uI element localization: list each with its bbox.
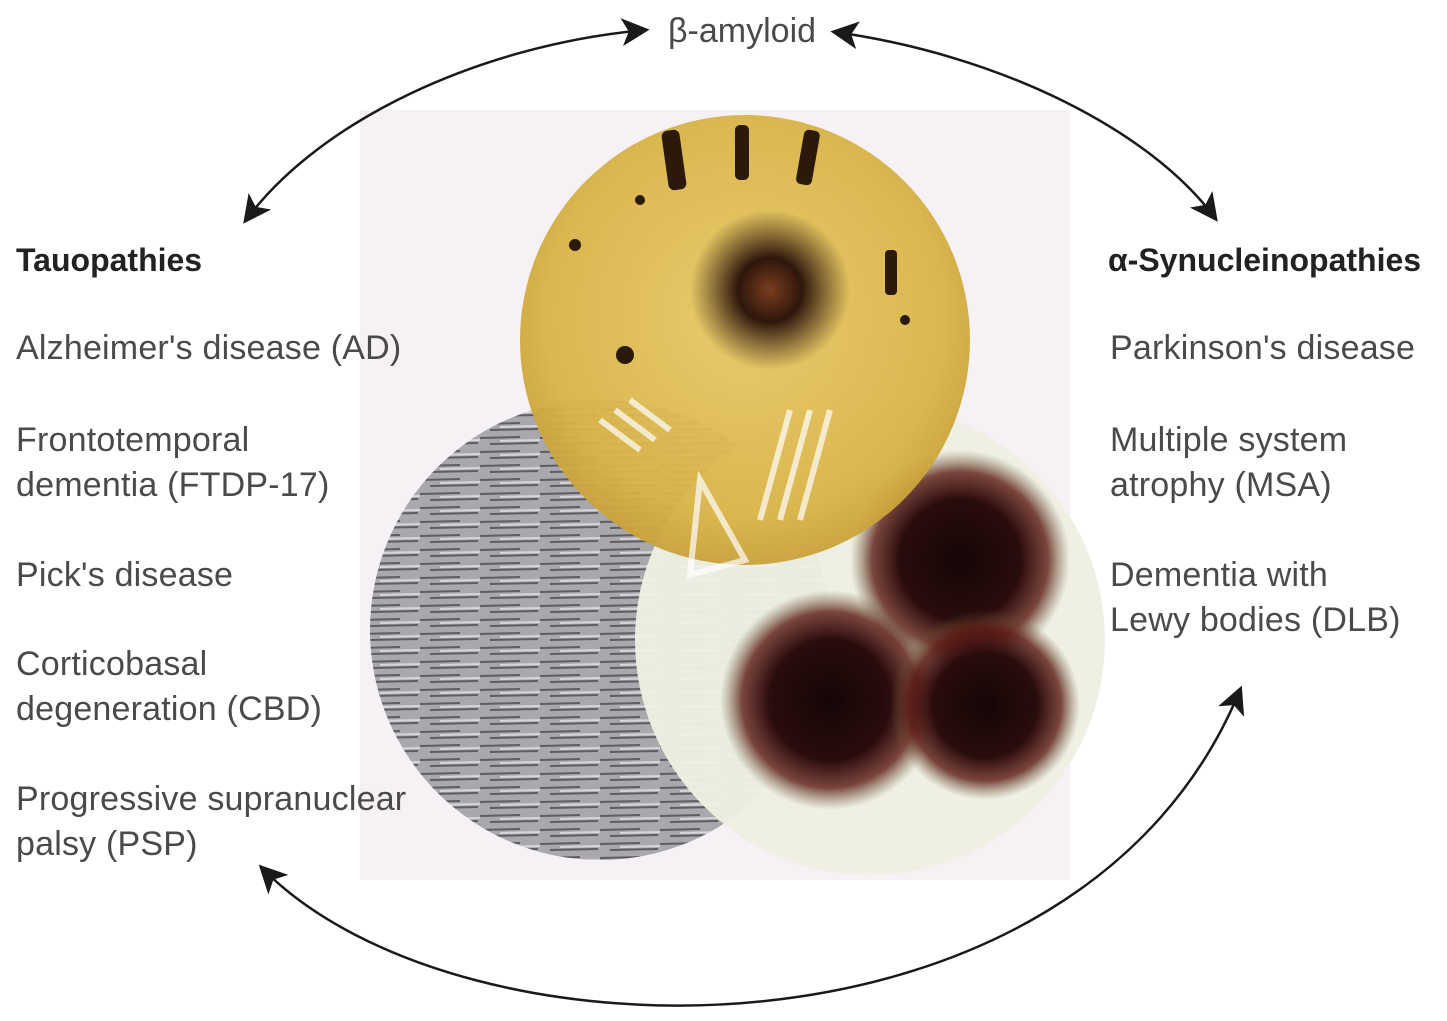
- tauopathies-heading: Tauopathies: [16, 242, 202, 279]
- tau-disease-ftdp17: Frontotemporal dementia (FTDP-17): [16, 418, 329, 508]
- syn-disease-dlb: Dementia with Lewy bodies (DLB): [1110, 553, 1401, 643]
- amyloid-plaque: [690, 210, 850, 370]
- tau-disease-cbd: Corticobasal degeneration (CBD): [16, 642, 322, 732]
- beta-amyloid-label: β-amyloid: [668, 12, 816, 51]
- synucleinopathies-heading: α-Synucleinopathies: [1108, 242, 1421, 279]
- tau-disease-psp: Progressive supranuclear palsy (PSP): [16, 777, 406, 867]
- lewy-body-3: [890, 610, 1080, 800]
- tau-disease-pick: Pick's disease: [16, 553, 233, 598]
- syn-disease-msa: Multiple system atrophy (MSA): [1110, 418, 1347, 508]
- tau-disease-ad: Alzheimer's disease (AD): [16, 326, 401, 371]
- syn-disease-parkinson: Parkinson's disease: [1110, 326, 1415, 371]
